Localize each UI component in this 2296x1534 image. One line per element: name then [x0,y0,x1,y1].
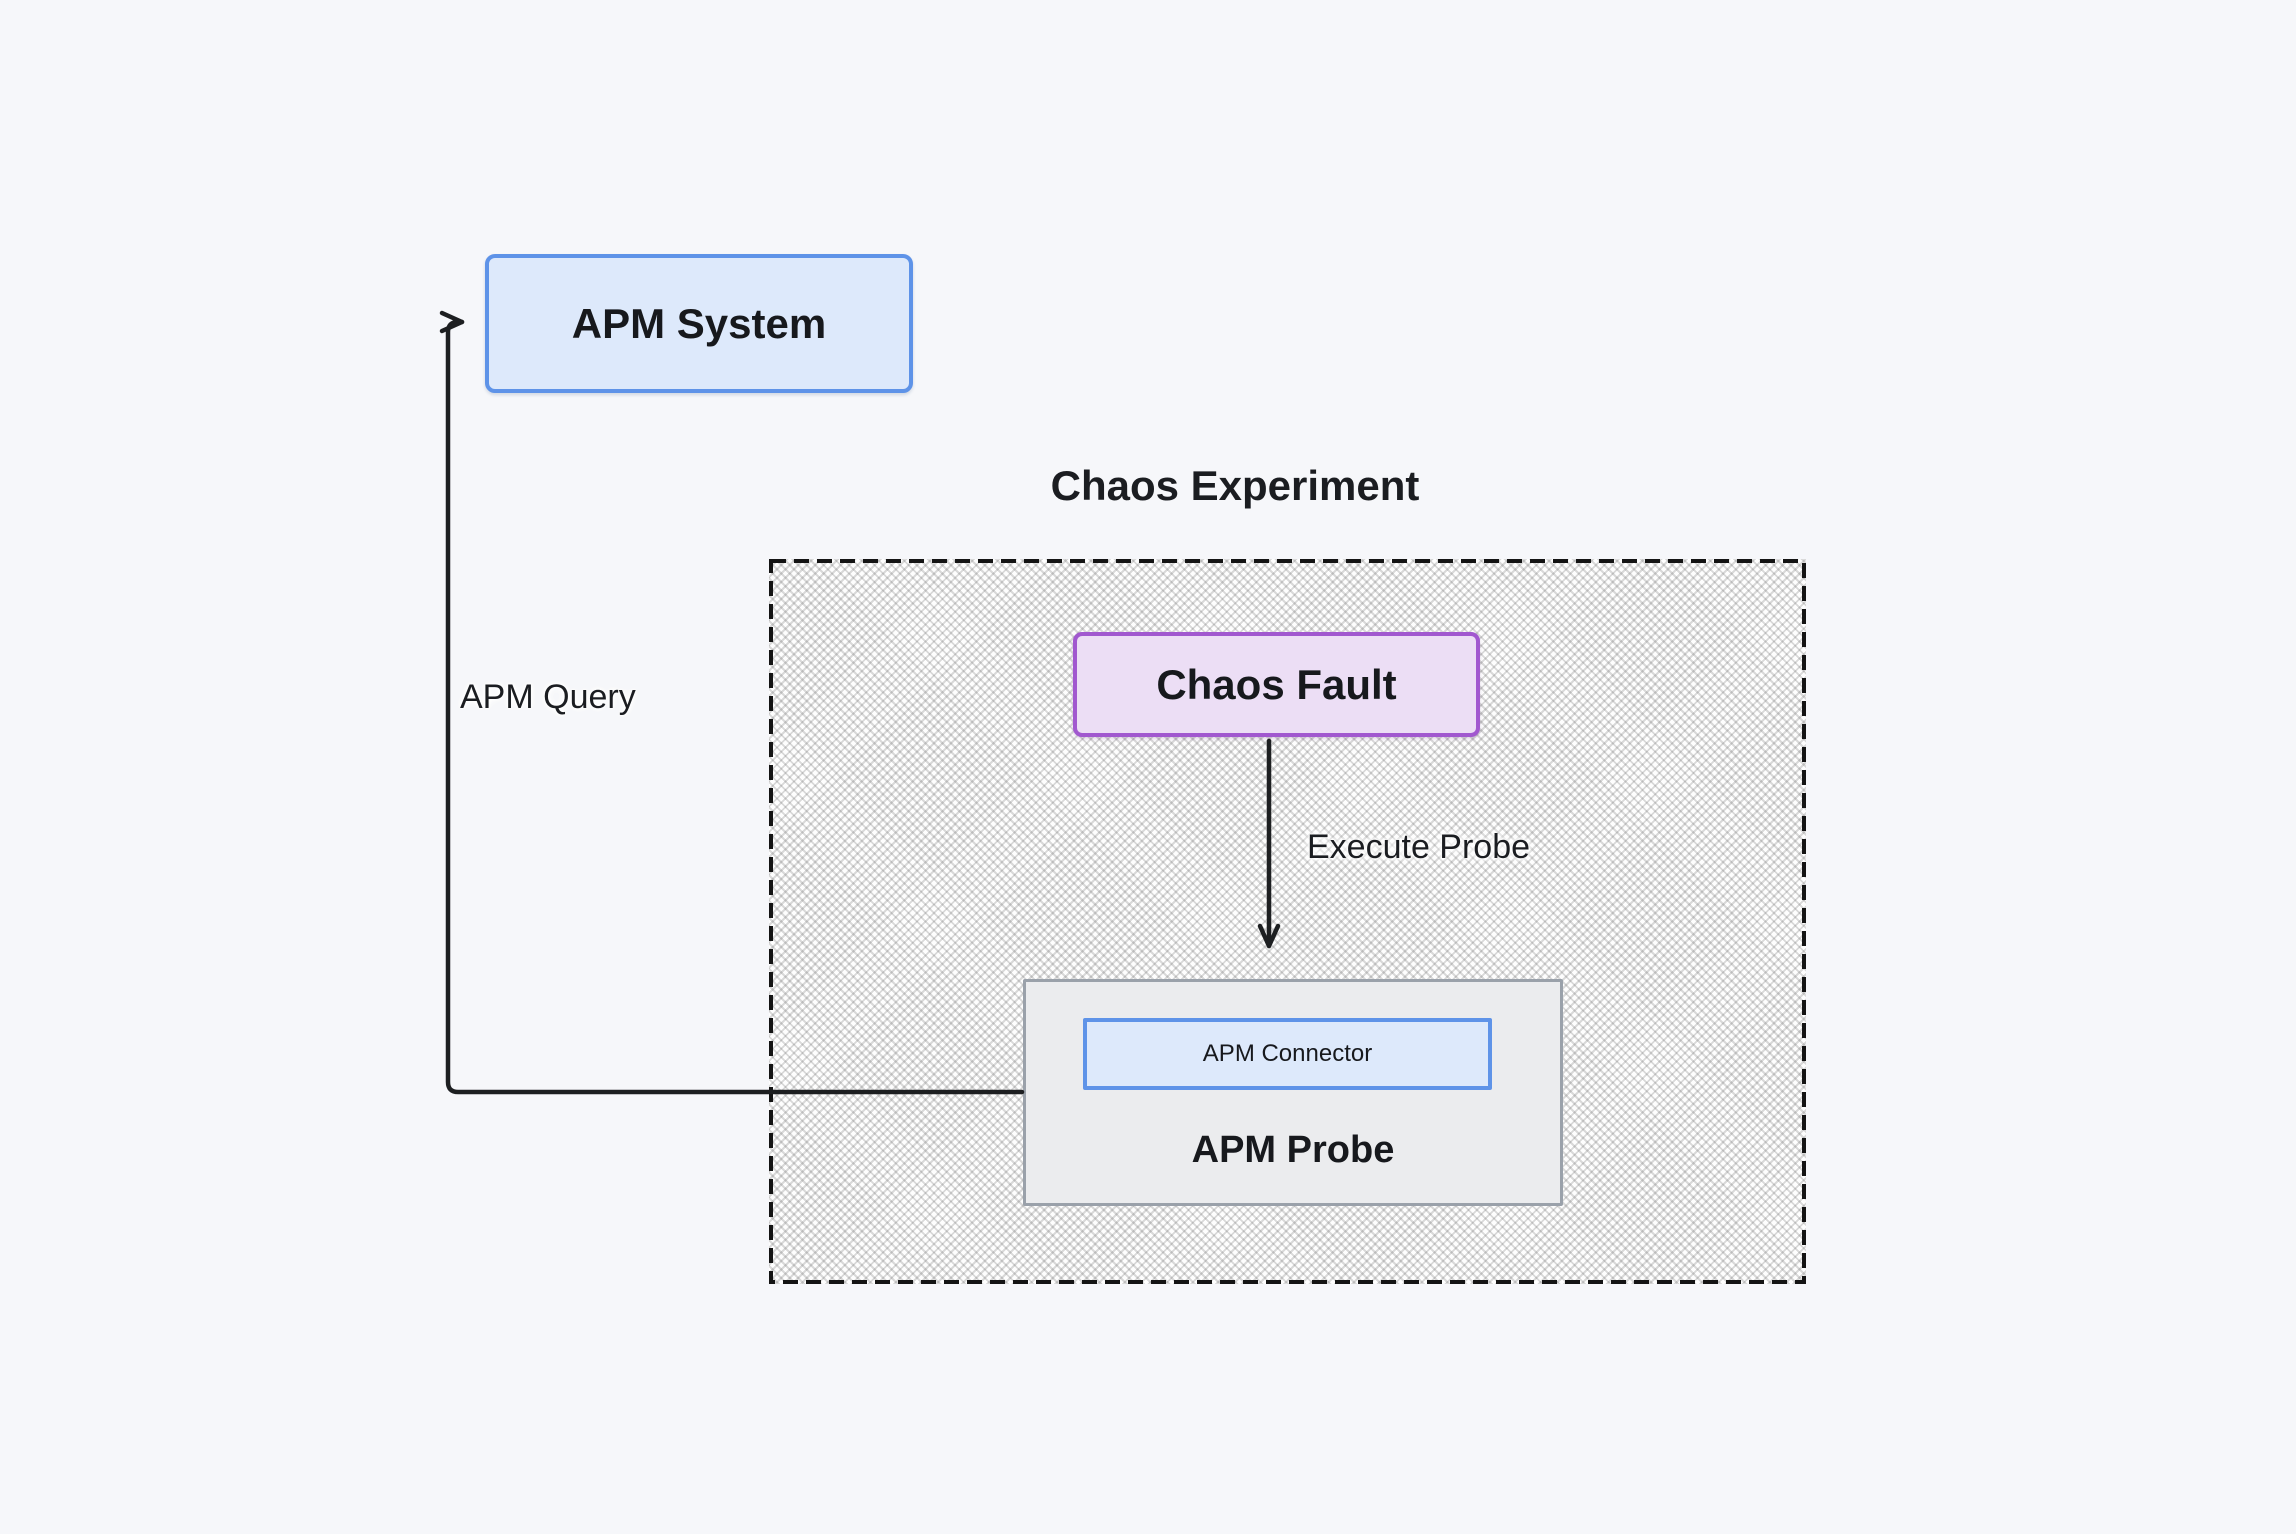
node-apm-system: APM System [485,254,913,393]
edge-label-execute-probe: Execute Probe [1307,828,1531,866]
edge-label-apm-query: APM Query [460,678,636,716]
node-apm-probe: APM Connector APM Probe [1023,979,1563,1206]
node-apm-connector-label: APM Connector [1202,1040,1373,1067]
node-chaos-fault: Chaos Fault [1073,632,1480,737]
node-apm-connector: APM Connector [1083,1018,1492,1090]
chaos-experiment-title: Chaos Experiment [1050,462,1420,509]
node-chaos-fault-label: Chaos Fault [1156,660,1397,708]
node-apm-probe-label: APM Probe [1191,1129,1395,1171]
node-apm-system-label: APM System [571,299,827,347]
